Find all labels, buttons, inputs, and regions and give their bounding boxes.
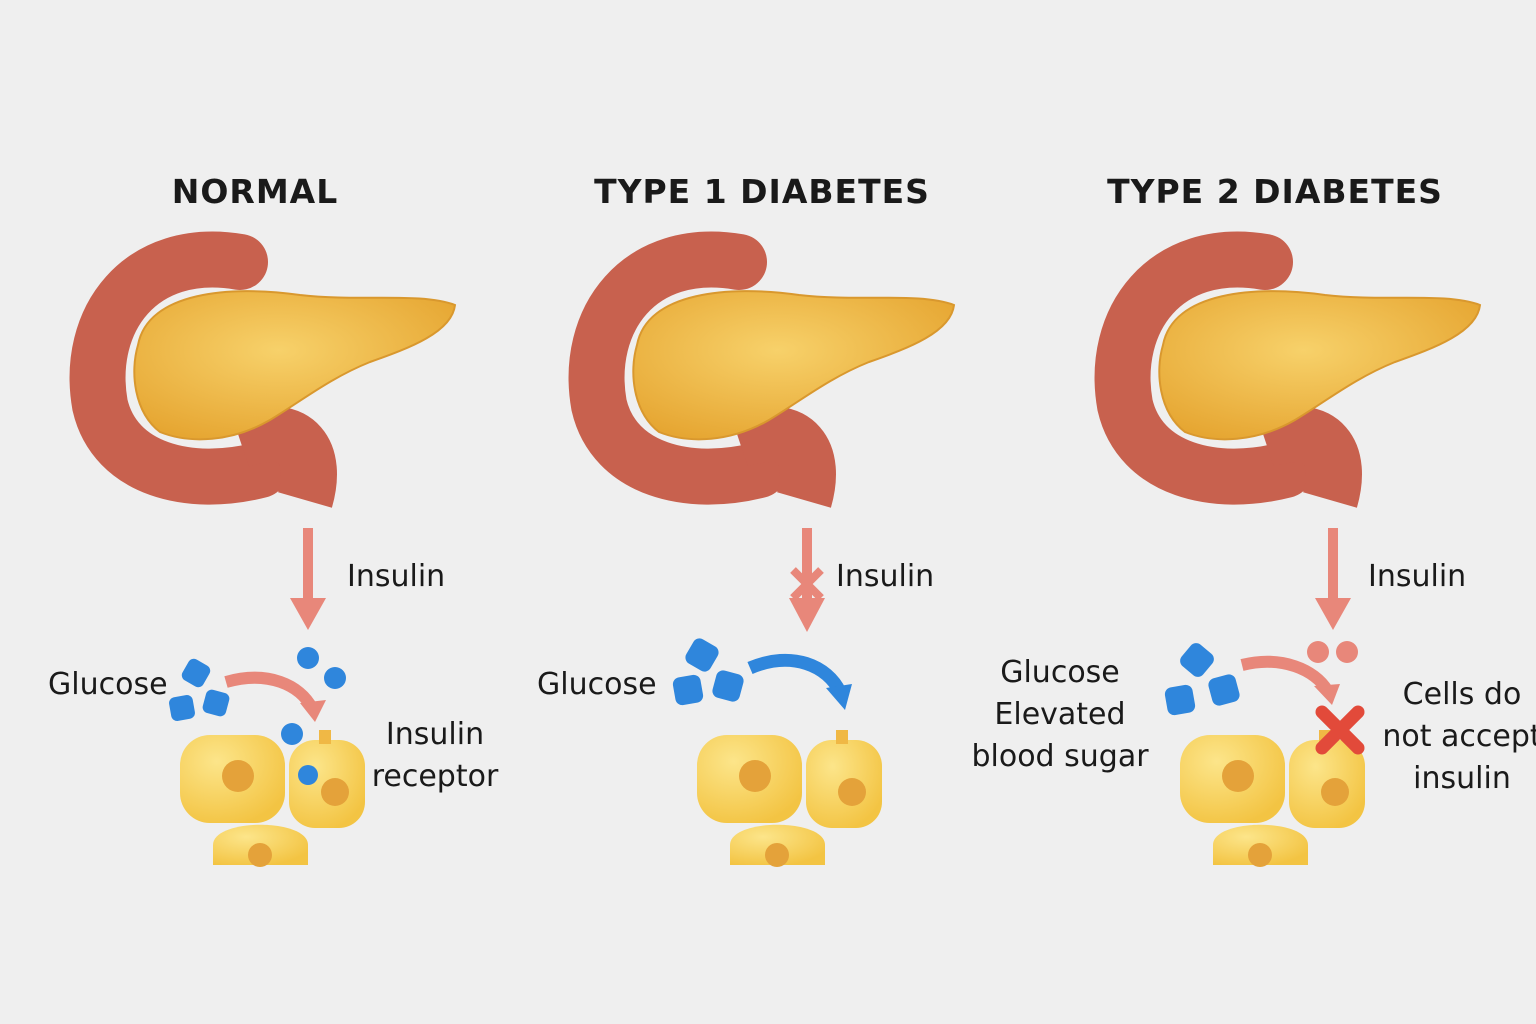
insulin-molecules-type2 [1307, 641, 1358, 663]
insulin-arrow-normal [290, 528, 326, 630]
insulin-arrow-type2 [1315, 528, 1351, 630]
cells-normal [180, 730, 365, 867]
glucose-arrow-type2 [1240, 655, 1333, 694]
receptor-label-normal: Insulin receptor [372, 714, 499, 798]
cells-label-line: not accept [1382, 719, 1536, 754]
glucose-label-normal: Glucose [48, 667, 168, 702]
insulin-label-type1: Insulin [836, 559, 935, 594]
cells-type1 [697, 730, 882, 867]
glucose-molecules-type2 [1164, 643, 1240, 716]
insulin-arrow-type1 [789, 528, 825, 632]
blocked-insulin-cross-icon [790, 567, 824, 601]
glucose-label-line: Glucose [1000, 655, 1120, 690]
title-normal: NORMAL [171, 172, 339, 211]
glucose-label-type2: Glucose Elevated blood sugar [971, 652, 1148, 778]
glucose-label-line: Elevated [994, 697, 1126, 732]
glucose-label-type1: Glucose [537, 667, 657, 702]
pancreas-normal [98, 260, 455, 500]
glucose-uptake-arrow-normal [224, 671, 318, 712]
cells-label-type2: Cells do not accept insulin [1382, 674, 1536, 800]
glucose-molecules-normal [169, 658, 230, 721]
title-type2: TYPE 2 DIABETES [1107, 172, 1443, 211]
receptor-label-line: receptor [371, 759, 499, 794]
receptor-label-line: Insulin [385, 717, 485, 752]
glucose-label-line: blood sugar [971, 739, 1149, 774]
glucose-arrow-type1 [747, 653, 846, 696]
cells-label-line: insulin [1413, 761, 1511, 796]
title-type1: TYPE 1 DIABETES [594, 172, 930, 211]
insulin-label-type2: Insulin [1368, 559, 1467, 594]
insulin-label-normal: Insulin [347, 559, 446, 594]
cells-label-line: Cells do [1402, 677, 1522, 712]
pancreas-type1 [597, 260, 954, 500]
cells-type2 [1180, 730, 1365, 867]
insulin-molecules-normal [281, 647, 346, 785]
glucose-molecules-type1 [672, 638, 744, 706]
rejection-cross-icon [1315, 705, 1365, 755]
pancreas-type2 [1123, 260, 1480, 500]
